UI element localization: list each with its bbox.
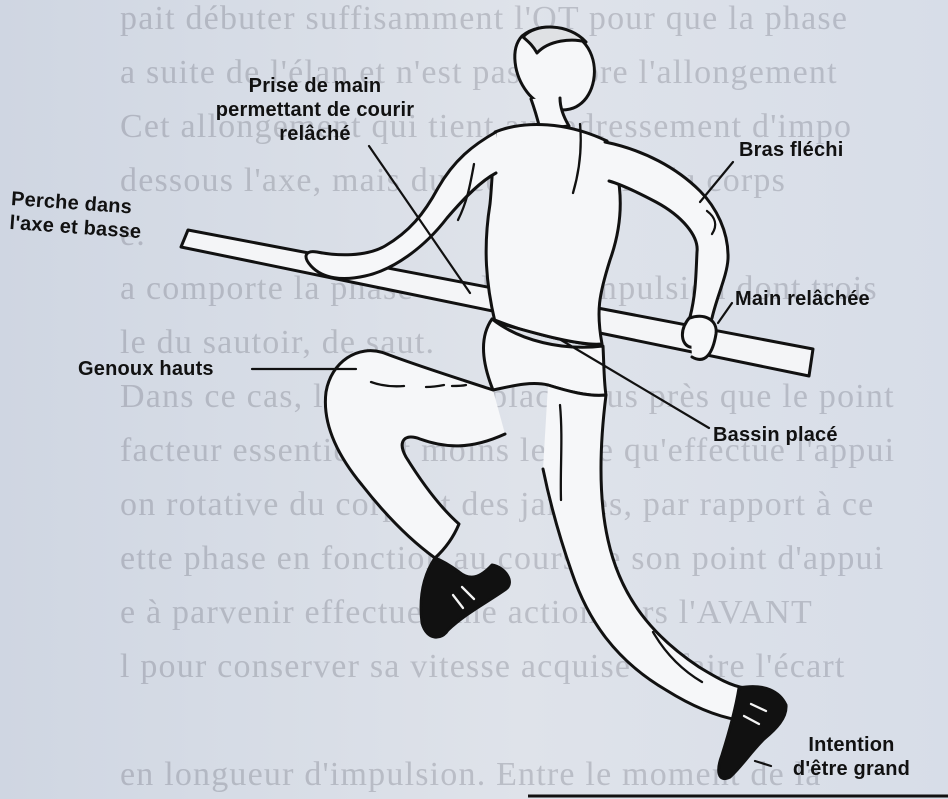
front-leg xyxy=(325,351,505,558)
intent-label-line-1: Intention xyxy=(774,733,929,757)
knees-label: Genoux hauts xyxy=(78,357,214,381)
hand-label: Main relâchée xyxy=(735,287,870,311)
grip-label-line-3: relâché xyxy=(190,122,440,146)
grip-label: Prise de main permettant de courir relâc… xyxy=(190,74,440,146)
front-shoe xyxy=(421,558,509,637)
intent-label-line-2: d'être grand xyxy=(774,757,929,781)
arm-label: Bras fléchi xyxy=(739,138,843,162)
pole-label: Perche dans l'axe et basse xyxy=(9,187,144,244)
grip-label-line-2: permettant de courir xyxy=(190,98,440,122)
knee-dash-3 xyxy=(452,385,466,386)
shin-shade xyxy=(560,405,561,500)
intent-leader-line xyxy=(755,761,771,766)
grip-label-line-1: Prise de main xyxy=(190,74,440,98)
pelvis-label: Bassin placé xyxy=(713,423,838,447)
left-arm xyxy=(306,132,496,279)
intent-label: Intention d'être grand xyxy=(774,733,929,781)
torso-singlet xyxy=(486,125,620,345)
arm-leader-line xyxy=(700,162,733,202)
hand-leader-line xyxy=(718,303,732,323)
